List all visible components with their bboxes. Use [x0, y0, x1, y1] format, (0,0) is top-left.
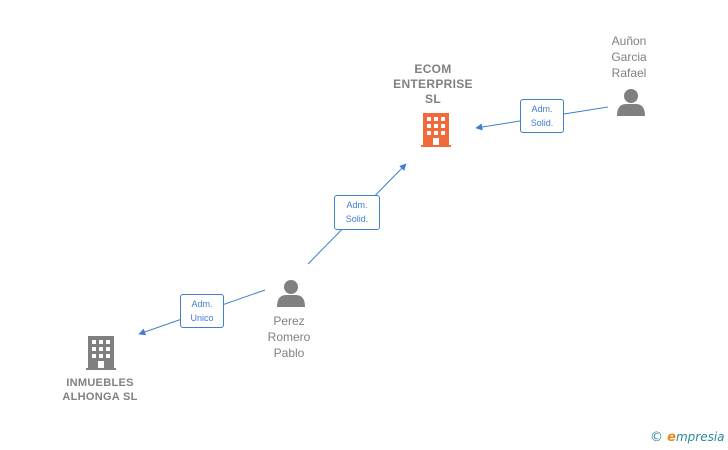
- person-icon[interactable]: [617, 89, 645, 116]
- person-name-perez[interactable]: Perez Romero Pablo: [267, 314, 311, 360]
- building-icon[interactable]: [421, 113, 451, 147]
- edge-label-perez-inmuebles: Adm. Unico: [180, 294, 224, 328]
- copyright-symbol: ©: [650, 430, 663, 445]
- person-icon[interactable]: [277, 280, 305, 307]
- empresia-logo-text: mpresia: [675, 430, 725, 444]
- company-name-ecom[interactable]: ECOM ENTERPRISE SL: [393, 62, 473, 106]
- empresia-logo-e: e: [667, 430, 676, 445]
- person-name-aunon[interactable]: Auñon Garcia Rafael: [611, 34, 647, 80]
- company-name-inmuebles[interactable]: INMUEBLES ALHONGA SL: [62, 377, 138, 403]
- edge-label-aunon-ecom: Adm. Solid.: [520, 99, 564, 133]
- empresia-watermark: © empresia: [650, 430, 725, 445]
- edge-label-perez-ecom: Adm. Solid.: [334, 195, 380, 230]
- building-icon[interactable]: [86, 336, 116, 370]
